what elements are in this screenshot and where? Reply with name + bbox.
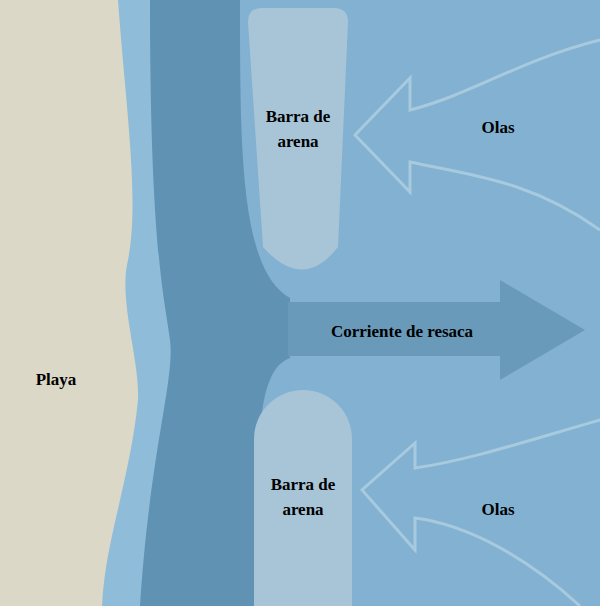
wave-arrow — [355, 40, 600, 230]
sand-bar-outline — [254, 390, 352, 606]
rip-current-arrow — [288, 280, 585, 380]
wave-label: Olas — [481, 118, 514, 138]
node-text: Playa — [36, 368, 77, 393]
sand-bar: Barra de arena — [254, 390, 352, 606]
node-text: Barra de arena — [259, 473, 347, 522]
beach — [0, 0, 138, 606]
wave-label: Olas — [481, 500, 514, 520]
current-label: Corriente de resaca — [331, 322, 473, 342]
sand-bar-outline — [248, 8, 348, 270]
node-text: Barra de arena — [253, 105, 343, 154]
wave-arrow — [362, 420, 600, 606]
sand-bar-shape — [254, 390, 352, 606]
sand-bar: Barra de arena — [248, 8, 348, 292]
beach-label-area: Playa — [6, 350, 106, 410]
